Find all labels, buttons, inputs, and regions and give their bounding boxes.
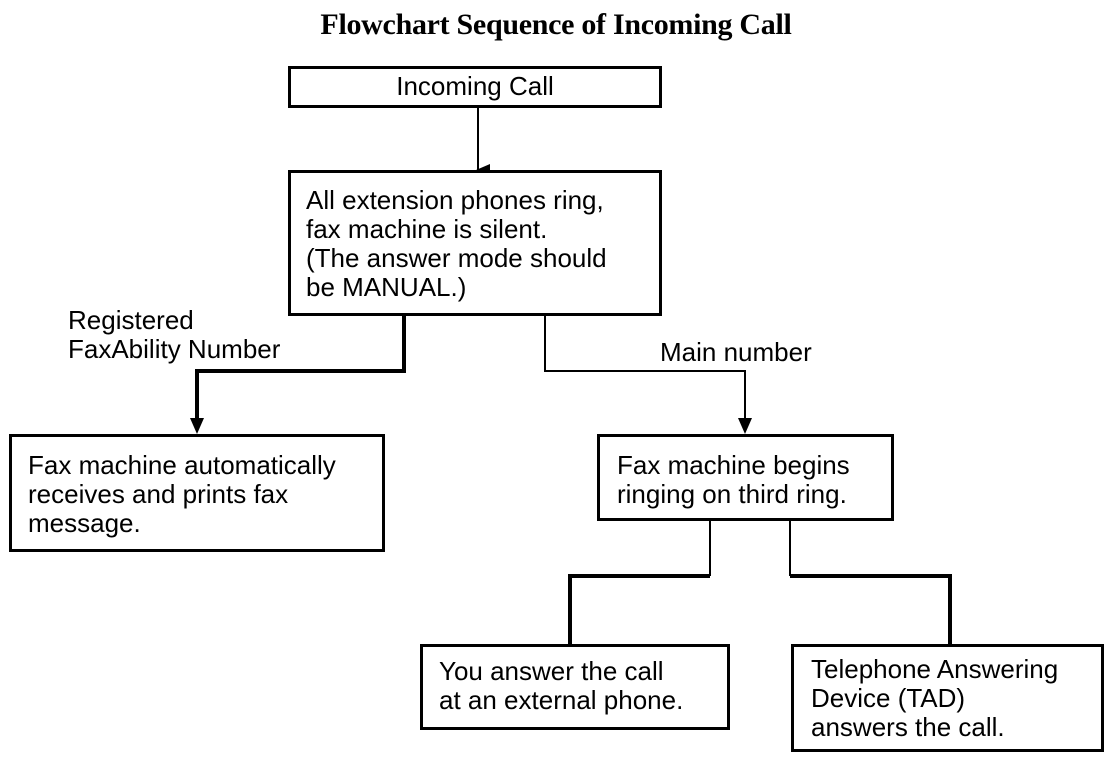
edge-fax-rings-to-tad bbox=[790, 574, 952, 644]
node-text: You answer the call bbox=[439, 656, 664, 686]
node-fax-receives: Fax machine automatically receives and p… bbox=[9, 434, 385, 552]
edge-label-text: Main number bbox=[660, 337, 812, 367]
node-tad-answers: Telephone Answering Device (TAD) answers… bbox=[791, 644, 1104, 752]
node-incoming-call: Incoming Call bbox=[288, 66, 662, 108]
node-extensions-ring: All extension phones ring, fax machine i… bbox=[288, 170, 662, 316]
arrowhead-main bbox=[738, 418, 752, 434]
node-text: be MANUAL.) bbox=[306, 272, 467, 302]
node-fax-rings: Fax machine begins ringing on third ring… bbox=[597, 434, 894, 521]
node-text: answers the call. bbox=[811, 712, 1005, 742]
edge-label-text: FaxAbility Number bbox=[68, 334, 281, 364]
arrowhead-registered bbox=[190, 418, 204, 434]
edge-fax-rings-to-you-answer bbox=[568, 574, 710, 644]
node-text: Fax machine begins bbox=[617, 450, 850, 480]
node-text: All extension phones ring, bbox=[306, 185, 604, 215]
edge-label-main-number: Main number bbox=[660, 338, 812, 367]
node-text: Fax machine automatically bbox=[28, 450, 336, 480]
node-text: fax machine is silent. bbox=[306, 214, 548, 244]
node-text: ringing on third ring. bbox=[617, 479, 847, 509]
edge-main-to-fax-rings bbox=[544, 314, 746, 422]
node-text: (The answer mode should bbox=[306, 243, 607, 273]
node-text: Device (TAD) bbox=[811, 683, 966, 713]
node-text: receives and prints fax bbox=[28, 479, 289, 509]
node-text: Incoming Call bbox=[396, 71, 554, 101]
node-text: Telephone Answering bbox=[811, 654, 1059, 684]
edge-label-text: Registered bbox=[68, 305, 194, 335]
edge-registered-to-fax-receives bbox=[195, 314, 406, 422]
node-you-answer: You answer the call at an external phone… bbox=[420, 644, 730, 730]
diagram-title: Flowchart Sequence of Incoming Call bbox=[320, 8, 792, 41]
edge-label-registered: Registered FaxAbility Number bbox=[68, 306, 280, 364]
node-text: message. bbox=[28, 508, 141, 538]
node-text: at an external phone. bbox=[439, 685, 684, 715]
